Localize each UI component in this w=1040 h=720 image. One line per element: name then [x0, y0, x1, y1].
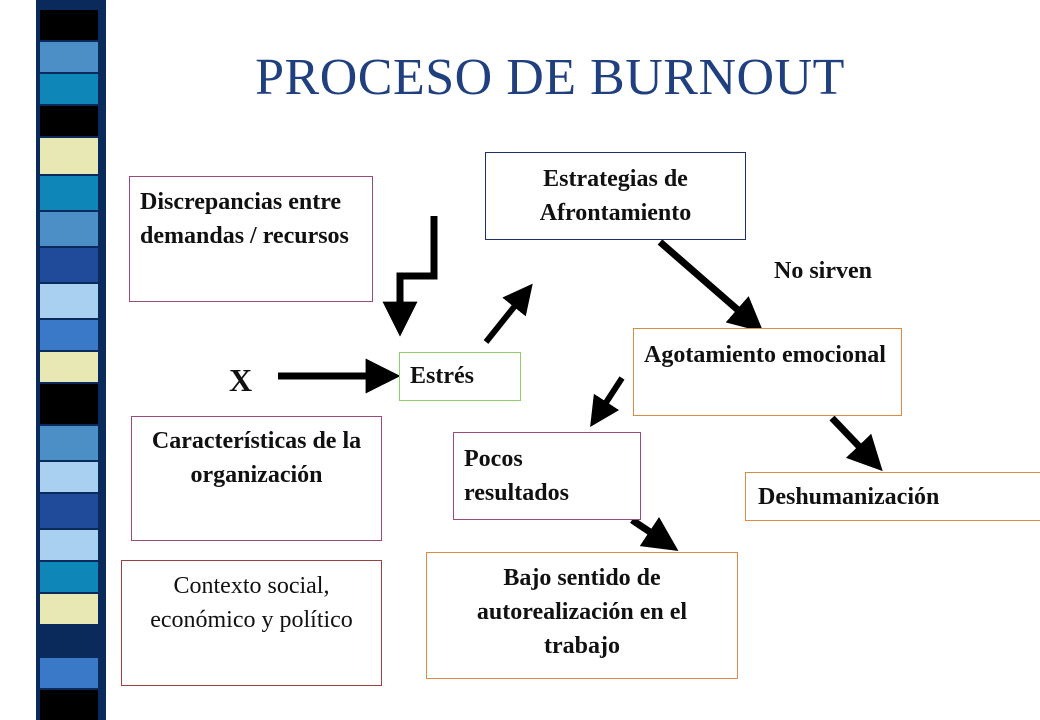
node-contexto: Contexto social, económico y político	[121, 560, 382, 686]
arrow-estres-to-estrategias	[483, 283, 533, 344]
arrow-discrepancias-to-estres	[382, 216, 438, 337]
label-x: X	[229, 362, 253, 398]
node-caracteristicas: Características de la organización	[131, 416, 382, 541]
page-title: PROCESO DE BURNOUT	[255, 49, 845, 106]
node-estrategias: Estrategias de Afrontamiento	[485, 152, 746, 240]
decorative-stripe	[0, 0, 118, 720]
node-deshumanizacion: Deshumanización	[745, 472, 1040, 521]
arrow-pocos-to-bajo	[630, 517, 679, 551]
node-estres: Estrés	[399, 352, 521, 401]
node-bajo: Bajo sentido de autorealización en el tr…	[426, 552, 738, 679]
node-agotamiento: Agotamiento emocional	[633, 328, 902, 416]
node-pocos: Pocos resultados	[453, 432, 641, 520]
node-discrepancias: Discrepancias entre demandas / recursos	[129, 176, 373, 302]
label-no-sirven: No sirven	[774, 258, 872, 284]
arrow-agotamiento-to-pocos	[590, 376, 625, 428]
arrow-agotamiento-to-deshumanizacion	[829, 415, 883, 472]
arrow-estrategias-to-agotamiento	[657, 239, 764, 333]
